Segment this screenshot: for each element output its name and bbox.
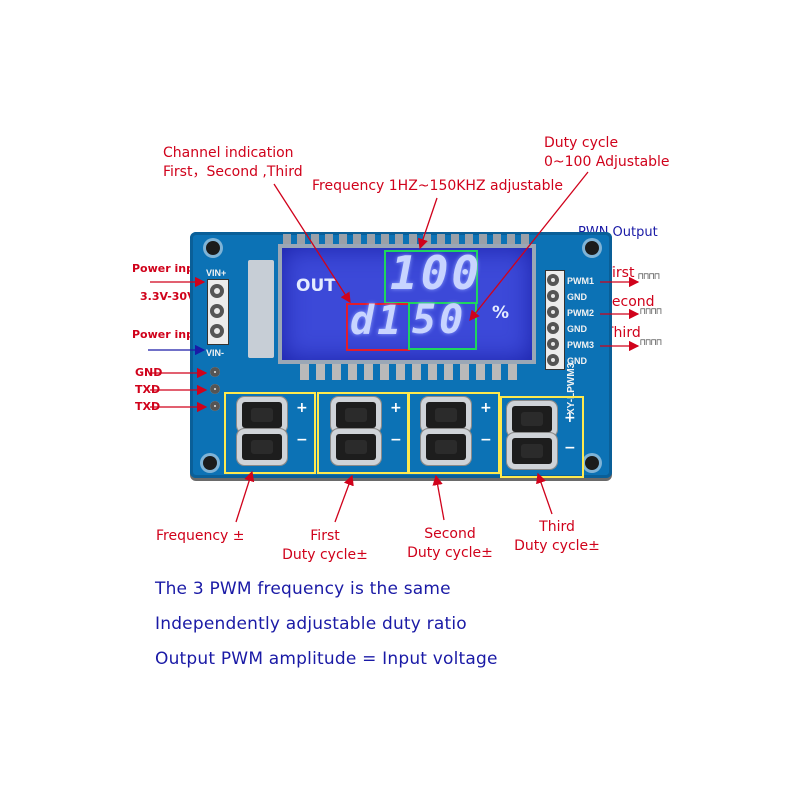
mounting-hole	[206, 241, 220, 255]
third-duty-minus-button[interactable]	[512, 438, 552, 464]
lcd-out-label: OUT	[296, 276, 336, 296]
channel-digits: d1	[350, 298, 405, 344]
minus-sign: −	[296, 432, 308, 448]
txd-pad-2	[210, 401, 220, 411]
first-duty-arrow	[334, 474, 354, 523]
txd-pad	[210, 384, 220, 394]
frequency-pm-label: Frequency ±	[156, 528, 245, 544]
duty-arrow	[469, 171, 589, 322]
duty-display-box	[408, 302, 477, 350]
pin-label-vin-minus: VIN-	[206, 348, 224, 358]
frequency-button-group	[224, 392, 316, 474]
third-duty-label: Third Duty cycle±	[514, 519, 600, 554]
pin-label-vin-plus: VIN+	[206, 268, 227, 278]
pwm-wave-icon: ⊓⊓⊓⊓	[640, 338, 662, 348]
minus-sign: −	[390, 432, 402, 448]
first-duty-minus-button[interactable]	[336, 434, 376, 460]
txd-label-2: TXD	[135, 400, 161, 413]
minus-sign: −	[564, 440, 576, 456]
header-pin	[547, 338, 559, 350]
mounting-hole	[203, 456, 217, 470]
frequency-arrow	[418, 197, 438, 250]
second-duty-label: Second Duty cycle±	[407, 526, 493, 561]
gnd-label: GND	[135, 366, 163, 379]
third-duty-arrow	[536, 472, 553, 515]
note-independent-duty: Independently adjustable duty ratio	[155, 614, 467, 634]
plus-sign: +	[564, 410, 576, 426]
frequency-minus-button[interactable]	[242, 434, 282, 460]
pin-label-gnd: GND	[567, 292, 587, 302]
header-pin	[547, 354, 559, 366]
pwm-wave-icon: ⊓⊓⊓⊓	[640, 307, 662, 317]
pin-label-pwm1: PWM1	[567, 276, 594, 286]
second-duty-plus-button[interactable]	[426, 402, 466, 428]
channel-indication-label: Channel indication First，Second ,Third	[163, 145, 303, 180]
third-duty-plus-button[interactable]	[512, 406, 552, 432]
note-same-frequency: The 3 PWM frequency is the same	[155, 579, 451, 599]
minus-sign: −	[480, 432, 492, 448]
plus-sign: +	[296, 400, 308, 416]
header-pin	[547, 290, 559, 302]
out-first-label: First	[605, 265, 635, 281]
out-third-label: Third	[605, 325, 641, 341]
gnd-pad	[210, 367, 220, 377]
channel-arrow	[273, 183, 351, 304]
second-duty-arrow	[432, 474, 445, 521]
lcd-pins-bottom	[300, 362, 522, 380]
header-pin	[547, 306, 559, 318]
pin-label-gnd: GND	[567, 324, 587, 334]
duty-cycle-label: Duty cycle 0~100 Adjustable	[544, 135, 670, 170]
pin-label-pwm3: PWM3	[567, 340, 594, 350]
percent-label: %	[492, 303, 510, 323]
second-duty-minus-button[interactable]	[426, 434, 466, 460]
mounting-hole	[585, 241, 599, 255]
header-pin	[210, 304, 224, 318]
first-duty-plus-button[interactable]	[336, 402, 376, 428]
header-pin	[210, 284, 224, 298]
note-output-amplitude: Output PWM amplitude = Input voltage	[155, 649, 498, 669]
mounting-hole	[585, 456, 599, 470]
pin-label-gnd: GND	[567, 356, 587, 366]
duty-digits: 50	[412, 297, 467, 343]
frequency-digits: 100	[390, 246, 483, 300]
pwm-wave-icon: ⊓⊓⊓⊓	[638, 272, 660, 282]
plus-sign: +	[480, 400, 492, 416]
plus-sign: +	[390, 400, 402, 416]
header-pin	[210, 324, 224, 338]
frequency-pm-arrow	[235, 470, 255, 523]
lcd-backlight-frame	[248, 260, 274, 358]
frequency-range-label: Frequency 1HZ~150KHZ adjustable	[312, 178, 563, 194]
second-duty-button-group	[408, 392, 500, 474]
header-pin	[547, 274, 559, 286]
first-duty-label: First Duty cycle±	[282, 528, 368, 563]
lcd-pins-top	[283, 234, 529, 246]
txd-label: TXD	[135, 383, 161, 396]
voltage-range-label: 3.3V-30V	[140, 290, 196, 303]
pin-label-pwm2: PWM2	[567, 308, 594, 318]
out-second-label: Second	[603, 294, 655, 310]
frequency-plus-button[interactable]	[242, 402, 282, 428]
header-pin	[547, 322, 559, 334]
